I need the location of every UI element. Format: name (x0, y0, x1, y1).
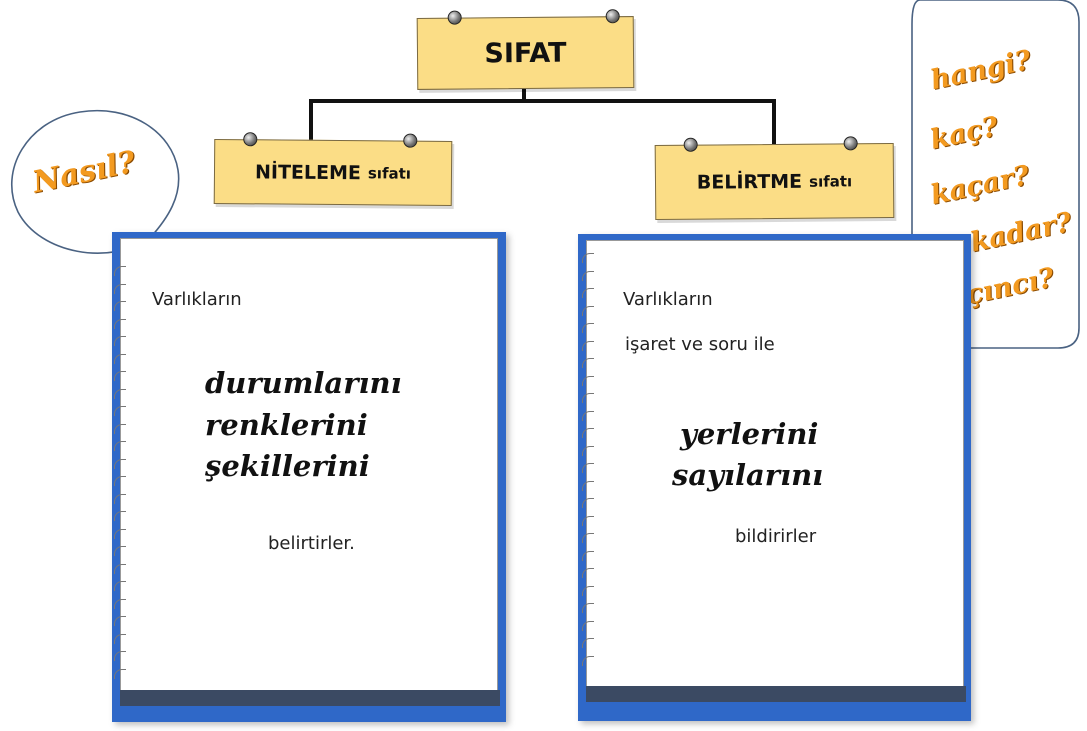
niteleme-notebook-base (120, 690, 500, 706)
spiral-ring (582, 620, 594, 631)
belirtme-intro-2: işaret ve soru ile (625, 334, 775, 355)
belirtme-item-sayilarini: sayılarını (672, 458, 824, 492)
spiral-ring (114, 283, 126, 294)
spiral-ring (114, 546, 126, 556)
spiral-ring (114, 476, 126, 486)
spiral-ring (114, 318, 126, 329)
spiral-ring (582, 410, 594, 421)
spiral-ring (582, 428, 594, 438)
spiral-ring (114, 441, 126, 451)
spiral-ring (582, 515, 594, 526)
connector-left-down (309, 99, 313, 141)
spiral-ring (114, 388, 126, 399)
niteleme-notebook (112, 232, 506, 722)
spiral-ring (582, 375, 594, 386)
spiral-ring (114, 406, 126, 416)
spiral-ring (582, 445, 594, 456)
spiral-ring (582, 358, 594, 368)
spiral-ring (582, 585, 594, 596)
niteleme-ending: belirtirler. (268, 533, 355, 554)
belirtme-intro-1: Varlıkların (623, 289, 713, 310)
belirtme-ending: bildirirler (735, 526, 817, 547)
spiral-ring (582, 655, 594, 666)
belirtme-notebook-base (586, 686, 966, 702)
spiral-ring (582, 498, 594, 508)
niteleme-item-renklerini: renklerini (205, 408, 368, 442)
spiral-ring (114, 493, 126, 504)
spiral-ring (114, 616, 126, 626)
spiral-ring (582, 288, 594, 298)
spiral-ring (582, 393, 594, 403)
spiral-ring (114, 528, 126, 539)
spiral-ring (582, 340, 594, 351)
spiral-ring (114, 511, 126, 521)
spiral-ring (114, 336, 126, 346)
spiral-ring (114, 371, 126, 381)
spiral-ring (582, 323, 594, 333)
spiral-ring (114, 353, 126, 364)
spiral-ring (582, 550, 594, 561)
spiral-ring (582, 480, 594, 491)
spiral-ring (114, 423, 126, 434)
spiral-ring (582, 270, 594, 281)
spiral-ring (114, 651, 126, 661)
spiral-ring (582, 253, 594, 263)
spiral-ring (114, 301, 126, 311)
belirtme-item-yerlerini: yerlerini (680, 417, 819, 451)
spiral-ring (114, 266, 126, 276)
niteleme-item-sekillerini: şekillerini (205, 449, 370, 483)
spiral-ring (582, 603, 594, 613)
connector-right-down (772, 99, 776, 146)
connector-horizontal (309, 99, 776, 103)
spiral-ring (114, 668, 126, 679)
connector-root-down (522, 85, 526, 102)
spiral-ring (582, 638, 594, 648)
spiral-ring (114, 458, 126, 469)
spiral-ring (582, 305, 594, 316)
spiral-ring (114, 581, 126, 591)
nasil-bubble-shape (10, 109, 180, 254)
spiral-ring (114, 563, 126, 574)
spiral-ring (582, 533, 594, 543)
spiral-ring (582, 463, 594, 473)
spiral-ring (582, 568, 594, 578)
spiral-ring (114, 633, 126, 644)
niteleme-intro: Varlıkların (152, 289, 242, 310)
niteleme-item-durumlarini: durumlarını (205, 366, 402, 400)
spiral-ring (114, 598, 126, 609)
